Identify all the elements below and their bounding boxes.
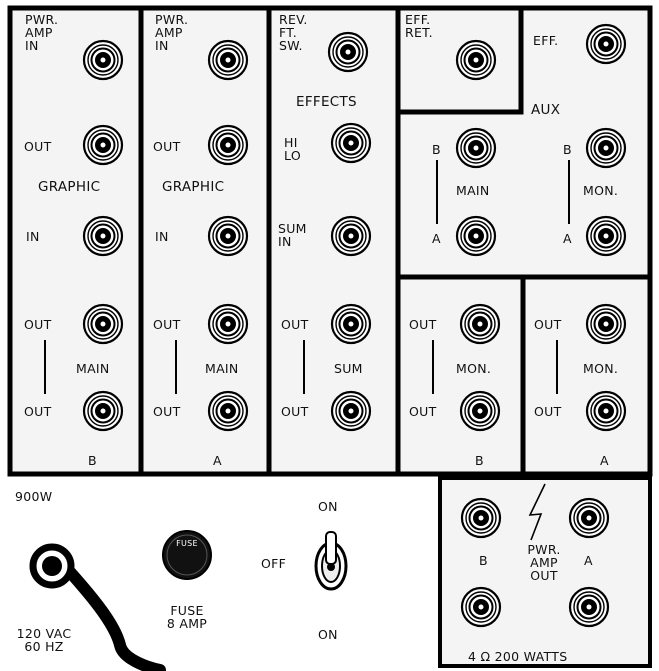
eff-ret-label: EFF. RET.	[405, 12, 433, 40]
a-pwr-amp-in-label: PWR. AMP IN	[155, 12, 189, 53]
switch-off-label: OFF	[261, 556, 287, 571]
sum-in-label: SUM IN	[278, 221, 307, 249]
aux-mon-a-label: A	[563, 231, 572, 246]
eff-ret-box	[398, 5, 524, 115]
b-pwr-amp-in-label: PWR. AMP IN	[25, 12, 59, 53]
mon-a-out-top-jack[interactable]	[585, 303, 627, 345]
mon-b-out-top-jack[interactable]	[459, 303, 501, 345]
b-graphic-in-jack[interactable]	[82, 215, 124, 257]
fuse-rim	[166, 534, 208, 576]
power-cord-hole	[42, 556, 62, 576]
b-main-out-bottom-label: OUT	[24, 404, 52, 419]
mon-a-label: MON.	[583, 361, 619, 376]
aux-label: AUX	[531, 102, 561, 118]
pwr-amp-out-a-top-jack[interactable]	[568, 497, 610, 539]
speaker-rating-label: 4 Ω 200 WATTS	[468, 649, 568, 664]
mon-a-out-bottom-label: OUT	[534, 404, 562, 419]
eff-label: EFF.	[533, 33, 559, 48]
effects-label: EFFECTS	[296, 94, 357, 110]
mon-b-label: MON.	[456, 361, 492, 376]
power-cord	[64, 566, 166, 671]
b-main-out-bottom-jack[interactable]	[82, 390, 124, 432]
pwr-amp-out-b-label: B	[479, 553, 488, 568]
a-graphic-in-label: IN	[155, 229, 169, 244]
aux-main-b-label: B	[432, 142, 441, 157]
pwr-amp-out-box	[438, 476, 652, 668]
aux-main-a-label: A	[432, 231, 441, 246]
b-footer-label: B	[88, 453, 97, 468]
a-main-label: MAIN	[205, 361, 239, 376]
rev-ft-sw-label: REV. FT. SW.	[279, 12, 308, 53]
aux-main-a-jack[interactable]	[455, 215, 497, 257]
sum-out-top-label: OUT	[281, 317, 309, 332]
mon-b-out-bottom-jack[interactable]	[459, 390, 501, 432]
a-main-out-top-jack[interactable]	[207, 303, 249, 345]
power-switch-pivot	[327, 563, 335, 571]
b-main-out-top-label: OUT	[24, 317, 52, 332]
hi-lo-jack[interactable]	[330, 122, 372, 164]
b-graphic-out-label: OUT	[24, 139, 52, 154]
a-graphic-out-jack[interactable]	[207, 124, 249, 166]
a-main-out-bottom-jack[interactable]	[207, 390, 249, 432]
a-graphic-label: GRAPHIC	[162, 179, 225, 195]
sum-out-top-jack[interactable]	[330, 303, 372, 345]
sum-label: SUM	[334, 361, 363, 376]
a-pwr-amp-in-jack[interactable]	[207, 39, 249, 81]
fuse-cap-label: FUSE	[176, 539, 198, 548]
b-main-out-top-jack[interactable]	[82, 303, 124, 345]
b-graphic-out-jack[interactable]	[82, 124, 124, 166]
mon-b-out-bottom-label: OUT	[409, 404, 437, 419]
aux-mon-b-label: B	[563, 142, 572, 157]
hi-lo-label: HI LO	[284, 135, 301, 163]
mon-a-out-bottom-jack[interactable]	[585, 390, 627, 432]
b-graphic-in-label: IN	[26, 229, 40, 244]
sum-in-jack[interactable]	[330, 215, 372, 257]
switch-on-bottom-label: ON	[318, 627, 338, 642]
pwr-amp-out-a-bottom-jack[interactable]	[568, 586, 610, 628]
aux-mon-a-jack[interactable]	[585, 215, 627, 257]
wattage-label: 900W	[15, 489, 53, 504]
fuse-rating-label: FUSE 8 AMP	[166, 603, 208, 631]
b-main-label: MAIN	[76, 361, 110, 376]
ac-rating-label: 120 VAC 60 Hz	[16, 626, 72, 654]
mon-a-out-top-label: OUT	[534, 317, 562, 332]
lightning-icon	[528, 483, 546, 541]
aux-main-b-jack[interactable]	[455, 127, 497, 169]
pwr-amp-out-b-bottom-jack[interactable]	[460, 586, 502, 628]
mon-b-footer-label: B	[475, 453, 484, 468]
power-switch-toggle[interactable]	[325, 531, 337, 565]
a-main-out-bottom-label: OUT	[153, 404, 181, 419]
mon-a-footer-label: A	[600, 453, 609, 468]
sum-out-bottom-label: OUT	[281, 404, 309, 419]
b-pwr-amp-in-jack[interactable]	[82, 39, 124, 81]
pwr-amp-out-a-label: A	[584, 553, 593, 568]
a-footer-label: A	[213, 453, 222, 468]
a-graphic-out-label: OUT	[153, 139, 181, 154]
sum-out-bottom-jack[interactable]	[330, 390, 372, 432]
b-graphic-label: GRAPHIC	[38, 179, 101, 195]
pwr-amp-out-label: PWR. AMP OUT	[527, 542, 561, 583]
rev-ft-sw-jack[interactable]	[327, 31, 369, 73]
a-graphic-in-jack[interactable]	[207, 215, 249, 257]
mon-b-out-top-label: OUT	[409, 317, 437, 332]
aux-mon-b-jack[interactable]	[585, 127, 627, 169]
aux-main-label: MAIN	[456, 183, 490, 198]
eff-ret-jack[interactable]	[455, 39, 497, 81]
aux-mon-label: MON.	[583, 183, 619, 198]
eff-send-jack[interactable]	[585, 23, 627, 65]
fuse-icon[interactable]	[162, 530, 212, 580]
pwr-amp-out-b-top-jack[interactable]	[460, 497, 502, 539]
switch-on-top-label: ON	[318, 499, 338, 514]
a-main-out-top-label: OUT	[153, 317, 181, 332]
